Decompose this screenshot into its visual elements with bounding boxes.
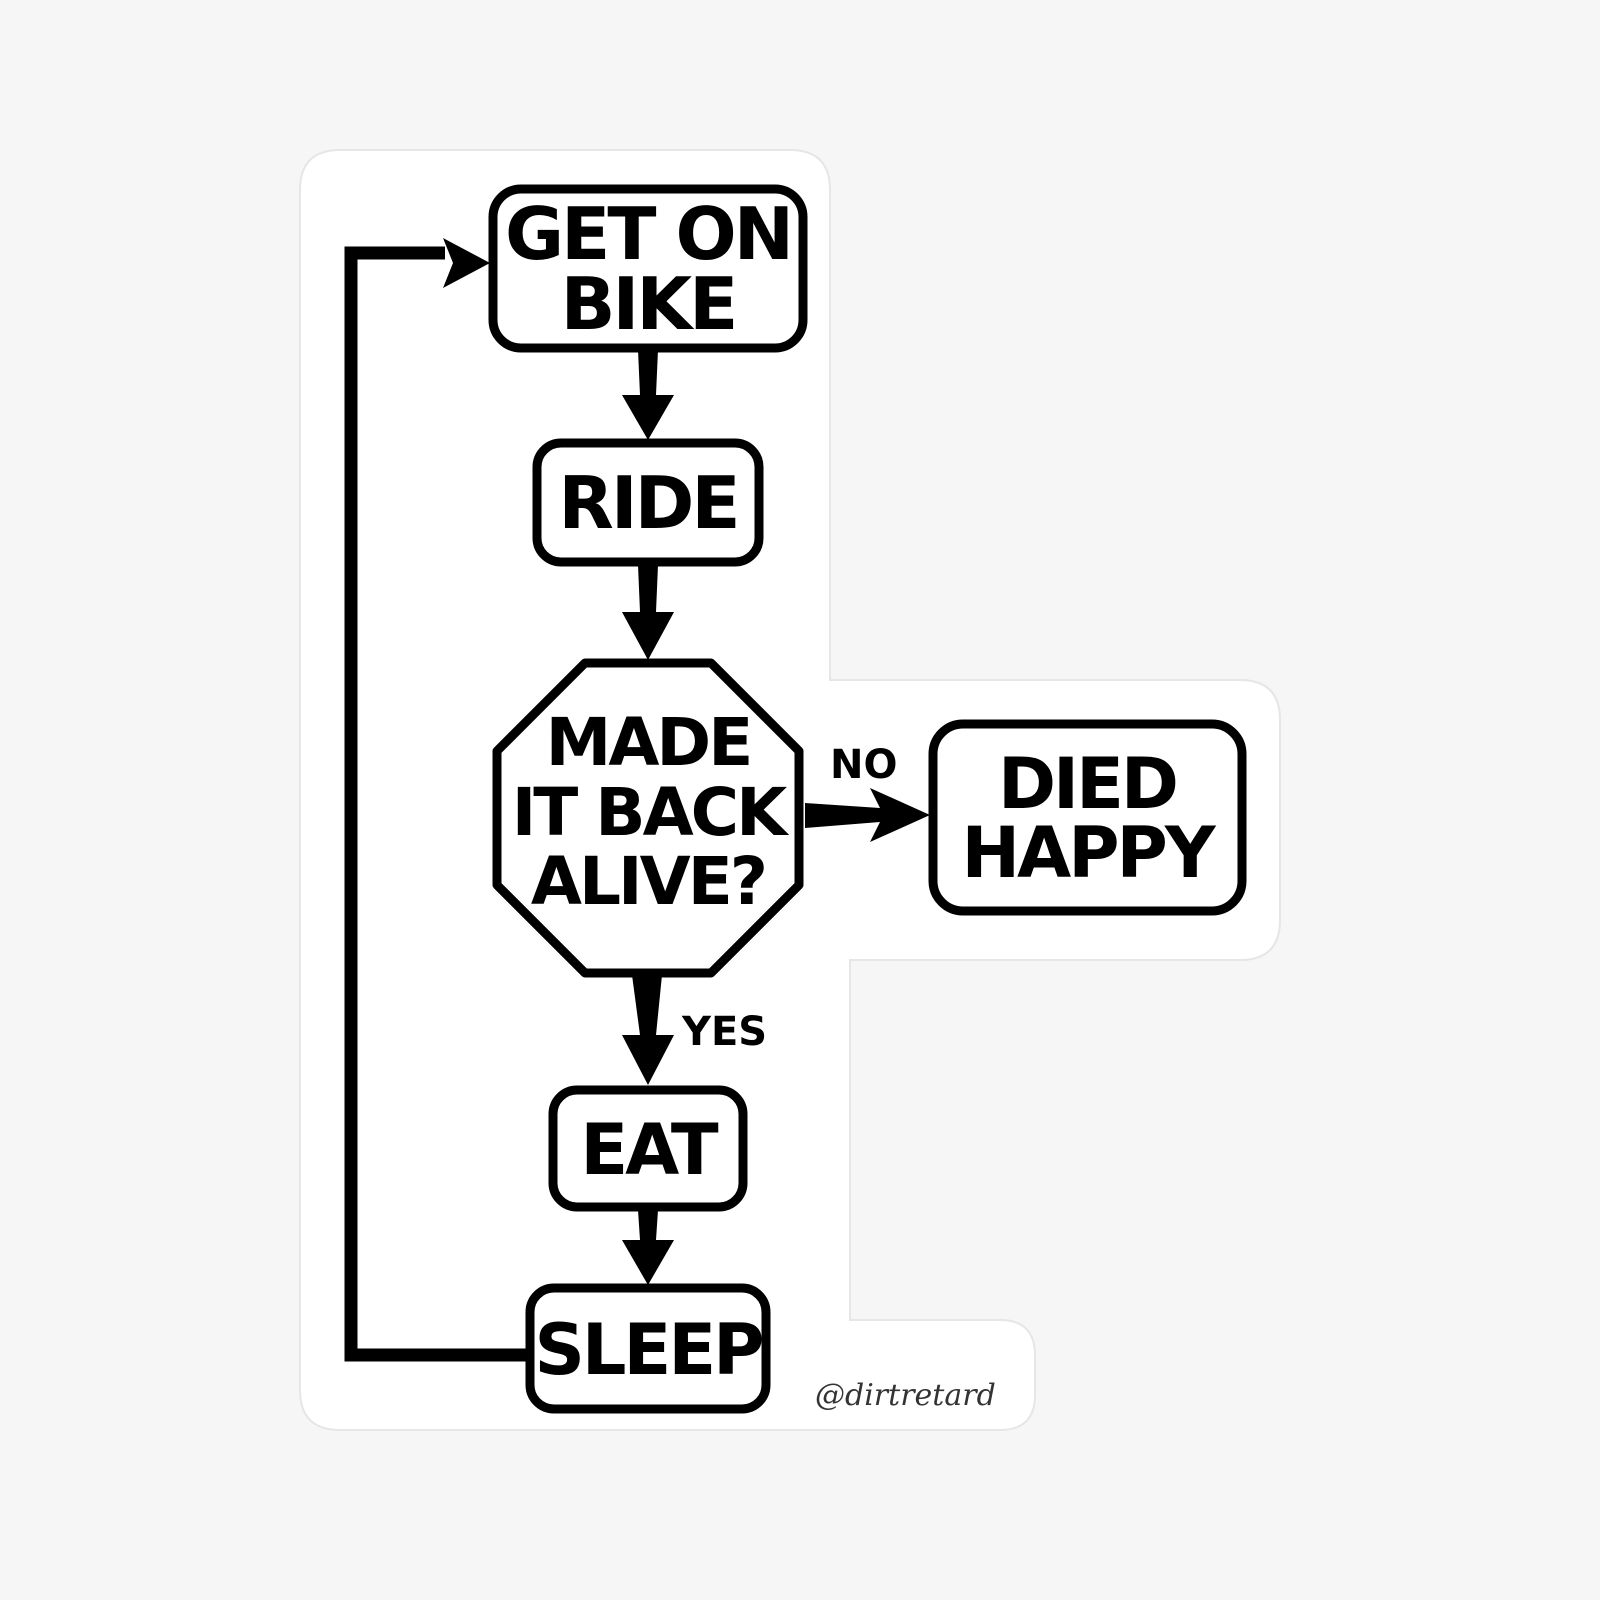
node-sleep: SLEEP [525, 1283, 771, 1414]
arrow-eat-sleep [622, 1210, 674, 1285]
died-happy-line-2: HAPPY [961, 812, 1216, 894]
decision-line-1: MADE [546, 704, 751, 781]
arrow-decision-died [805, 788, 930, 842]
get-on-bike-line-2: BIKE [561, 262, 736, 346]
get-on-bike-line-1: GET ON [505, 192, 791, 276]
node-get-on-bike: GET ON BIKE [488, 184, 808, 353]
sleep-label: SLEEP [535, 1309, 763, 1391]
ride-label: RIDE [558, 461, 737, 545]
node-died-happy: DIED HAPPY [928, 719, 1247, 916]
node-made-it-back-alive: MADE IT BACK ALIVE? [492, 658, 804, 978]
signature: @dirtretard [815, 1378, 996, 1413]
arrow-ride-decision [622, 565, 674, 660]
edge-label-no: NO [830, 742, 897, 788]
decision-line-3: ALIVE? [531, 843, 765, 920]
died-happy-line-1: DIED [998, 743, 1176, 825]
node-eat: EAT [548, 1085, 748, 1212]
arrow-getonbike-ride [622, 350, 674, 440]
node-ride: RIDE [532, 438, 764, 567]
edge-label-yes: YES [681, 1009, 767, 1055]
loop-arrowhead [443, 238, 490, 288]
decision-line-2: IT BACK [512, 774, 790, 851]
eat-label: EAT [580, 1109, 719, 1191]
arrow-decision-eat [622, 975, 674, 1085]
loop-connector [344, 246, 530, 1362]
